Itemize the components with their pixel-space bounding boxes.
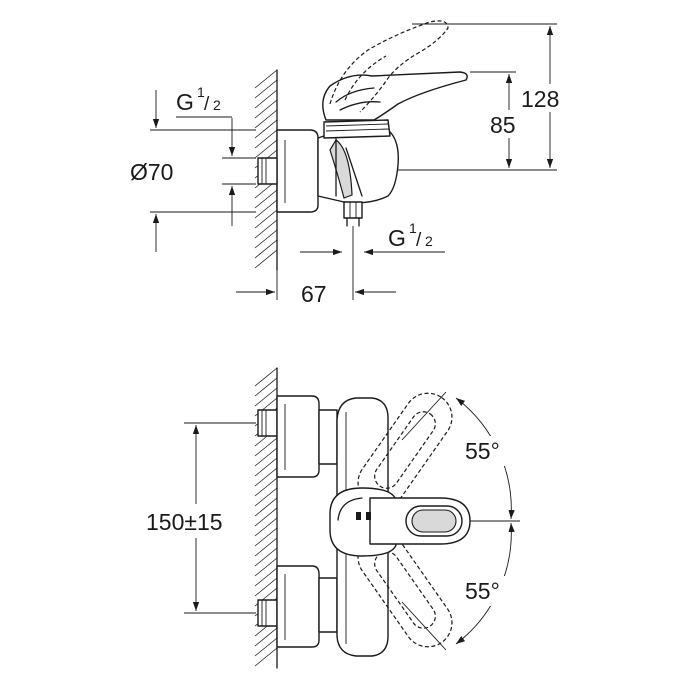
svg-text:/: / bbox=[204, 94, 210, 115]
centre-distance-label: 150±15 bbox=[146, 509, 223, 535]
wall-hatch-line bbox=[254, 507, 278, 527]
inlet-connector bbox=[257, 157, 278, 185]
wall-hatch-line bbox=[254, 447, 278, 467]
front-view: 55° 55° 150±15 bbox=[146, 367, 522, 669]
wall-hatch-line bbox=[254, 457, 278, 477]
inlet-thread-label: G 1 / 2 bbox=[176, 84, 221, 115]
rotation-up-label: 55° bbox=[465, 438, 500, 464]
svg-text:2: 2 bbox=[213, 97, 221, 113]
wall-hatch-line bbox=[254, 647, 278, 667]
diameter-label: Ø70 bbox=[130, 159, 173, 185]
wall-hatch-line bbox=[254, 467, 278, 487]
wall-hatch-line bbox=[254, 387, 278, 407]
wall-hatch-line bbox=[254, 199, 278, 219]
wall-hatch-line bbox=[254, 229, 278, 249]
wall-hatch-line bbox=[254, 547, 278, 567]
svg-text:1: 1 bbox=[409, 220, 417, 236]
wall-hatch-line bbox=[254, 249, 278, 269]
wall-hatch-line bbox=[254, 557, 278, 577]
wall-hatch-line bbox=[254, 367, 278, 387]
svg-text:G: G bbox=[388, 225, 406, 251]
wall-hatch-line bbox=[254, 189, 278, 209]
lower-flange bbox=[276, 565, 320, 648]
wall-hatch-line bbox=[254, 89, 278, 109]
wall-hatch-line bbox=[254, 129, 278, 149]
side-view: 128 85 G 1 / 2 Ø70 67 G bbox=[130, 20, 578, 307]
wall-hatch-line bbox=[254, 119, 278, 139]
wall-hatch-line bbox=[254, 239, 278, 259]
wall-hatch-line bbox=[254, 527, 278, 547]
projection-label: 67 bbox=[301, 281, 327, 307]
lever-rotated-up bbox=[357, 392, 453, 508]
wall-hatch-line bbox=[254, 109, 278, 129]
wall-hatch-line bbox=[254, 477, 278, 497]
wall-hatch-line bbox=[254, 377, 278, 397]
mixer-body bbox=[317, 126, 399, 204]
wall-hatch-line bbox=[254, 487, 278, 507]
wall-hatch-line bbox=[254, 567, 278, 587]
lever-closed bbox=[322, 71, 468, 121]
wall-hatch-line bbox=[254, 209, 278, 229]
outlet-thread-label: G 1 / 2 bbox=[388, 220, 433, 251]
svg-text:2: 2 bbox=[425, 233, 433, 249]
wall-hatch-line bbox=[254, 219, 278, 239]
svg-text:G: G bbox=[176, 89, 194, 115]
svg-text:/: / bbox=[416, 230, 422, 251]
svg-text:1: 1 bbox=[197, 84, 205, 100]
wall-hatch-line bbox=[254, 537, 278, 557]
lower-connector bbox=[257, 599, 278, 627]
rotation-down-label: 55° bbox=[465, 578, 500, 604]
outlet-nut bbox=[343, 201, 363, 219]
upper-connector bbox=[257, 409, 278, 437]
wall-hatch-line bbox=[254, 139, 278, 159]
wall-hatch-line bbox=[254, 437, 278, 457]
wall-hatch-line bbox=[254, 627, 278, 647]
height-total-label: 128 bbox=[521, 86, 559, 112]
wall-hatch-line bbox=[254, 517, 278, 537]
wall-hatch-line bbox=[254, 637, 278, 657]
wall-hatch-line bbox=[254, 497, 278, 517]
lever-open-outline bbox=[329, 20, 449, 113]
wall-hatch-line bbox=[254, 99, 278, 119]
wall-hatch-line bbox=[254, 577, 278, 597]
upper-flange bbox=[276, 395, 320, 478]
wall-hatch-line bbox=[254, 69, 278, 89]
wall-flange bbox=[276, 129, 319, 213]
height-lever-label: 85 bbox=[490, 112, 516, 138]
wall-hatch-line bbox=[254, 79, 278, 99]
